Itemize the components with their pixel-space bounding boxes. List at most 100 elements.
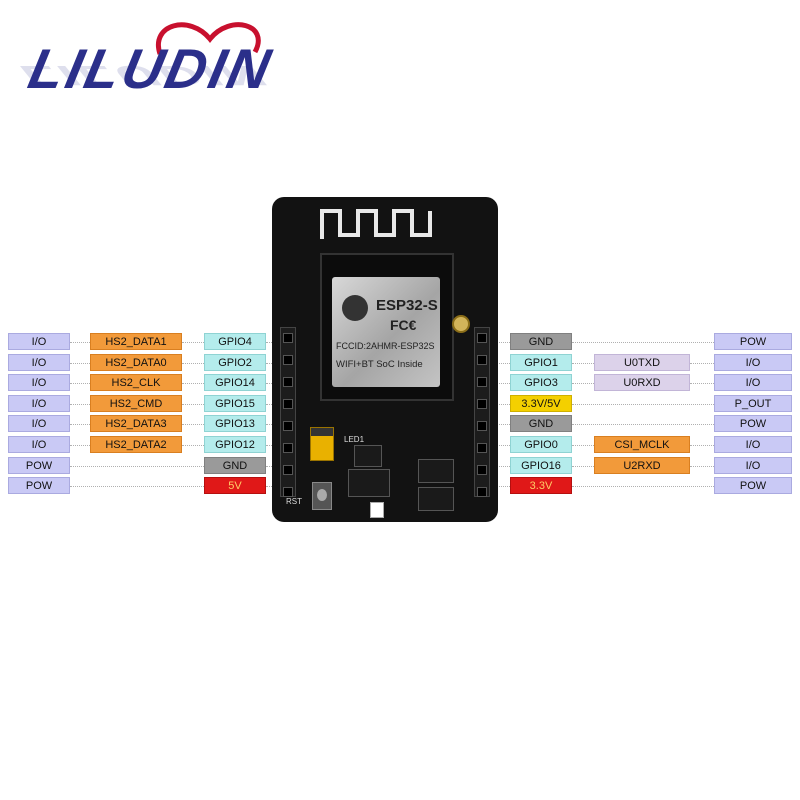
pin-gpio-label: 3.3V: [510, 477, 572, 494]
chip-fccid: FCCID:2AHMR-ESP32S: [336, 341, 435, 351]
pin-function-label: HS2_DATA1: [90, 333, 182, 350]
pin-gpio-label: GPIO3: [510, 374, 572, 391]
chip-title: ESP32-S: [376, 297, 438, 314]
pin-gpio-label: 3.3V/5V: [510, 395, 572, 412]
pin-type-label: P_OUT: [714, 395, 792, 412]
ufl-connector-icon: [452, 315, 470, 333]
leader-line: [182, 424, 204, 425]
sot-chip: [418, 459, 454, 483]
leader-line: [490, 424, 510, 425]
espressif-logo-icon: [342, 295, 368, 321]
pin-function-label: HS2_CMD: [90, 395, 182, 412]
leader-line: [572, 466, 594, 467]
pin-type-label: I/O: [8, 354, 70, 371]
right-pin-header: [474, 327, 490, 497]
pin-function-label: U0TXD: [594, 354, 690, 371]
pin-gpio-label: GND: [510, 333, 572, 350]
leader-line: [572, 445, 594, 446]
leader-line: [70, 342, 90, 343]
leader-line: [70, 383, 90, 384]
chip-fcc-mark: FC€: [390, 317, 417, 333]
leader-line: [490, 466, 510, 467]
leader-line: [70, 363, 90, 364]
leader-line: [490, 342, 510, 343]
leader-line: [690, 363, 714, 364]
pin-gpio-label: GPIO16: [510, 457, 572, 474]
pin-gpio-label: GND: [510, 415, 572, 432]
pin-function-label: HS2_DATA2: [90, 436, 182, 453]
pin-gpio-label: GND: [204, 457, 266, 474]
pin-type-label: POW: [8, 477, 70, 494]
pin-type-label: I/O: [8, 374, 70, 391]
leader-line: [182, 383, 204, 384]
leader-line: [70, 424, 90, 425]
pin-function-label: HS2_DATA0: [90, 354, 182, 371]
leader-line: [572, 424, 714, 425]
pin-function-label: HS2_DATA3: [90, 415, 182, 432]
leader-line: [182, 404, 204, 405]
pin-type-label: I/O: [714, 374, 792, 391]
esp32-cam-board: ESP32-S FC€ FCCID:2AHMR-ESP32S WIFI+BT S…: [272, 197, 498, 522]
pin-function-label: U0RXD: [594, 374, 690, 391]
pin-gpio-label: GPIO2: [204, 354, 266, 371]
pin-gpio-label: GPIO12: [204, 436, 266, 453]
leader-line: [690, 466, 714, 467]
logo-reflection: LILUDIN: [16, 60, 272, 92]
pin-gpio-label: GPIO1: [510, 354, 572, 371]
brand-logo: LILUDIN LILUDIN: [16, 14, 410, 124]
pin-function-label: HS2_CLK: [90, 374, 182, 391]
left-pin-header: [280, 327, 296, 497]
logo-swoosh-icon: [155, 22, 261, 55]
leader-line: [690, 383, 714, 384]
leader-line: [490, 404, 510, 405]
rst-silkscreen: RST: [286, 497, 302, 506]
pin-type-label: I/O: [714, 457, 792, 474]
leader-line: [70, 404, 90, 405]
leader-line: [572, 404, 714, 405]
pcb-antenna-icon: [320, 209, 432, 239]
esp32-module: ESP32-S FC€ FCCID:2AHMR-ESP32S WIFI+BT S…: [320, 253, 470, 401]
leader-line: [182, 445, 204, 446]
leader-line: [182, 363, 204, 364]
leader-line: [490, 383, 510, 384]
tantalum-capacitor: [310, 427, 334, 461]
leader-line: [182, 342, 204, 343]
reset-button[interactable]: [312, 482, 332, 510]
rf-shield: ESP32-S FC€ FCCID:2AHMR-ESP32S WIFI+BT S…: [332, 277, 440, 387]
leader-line: [572, 486, 714, 487]
leader-line: [70, 445, 90, 446]
regulator-chip: [354, 445, 382, 467]
pin-gpio-label: GPIO14: [204, 374, 266, 391]
pin-type-label: POW: [714, 415, 792, 432]
pin-type-label: I/O: [8, 333, 70, 350]
pin-type-label: I/O: [8, 395, 70, 412]
pin-type-label: POW: [8, 457, 70, 474]
pin-type-label: POW: [714, 477, 792, 494]
sot-chip-2: [418, 487, 454, 511]
pin-function-label: U2RXD: [594, 457, 690, 474]
leader-line: [490, 363, 510, 364]
leader-line: [690, 445, 714, 446]
leader-line: [572, 363, 594, 364]
pin-type-label: I/O: [8, 415, 70, 432]
leader-line: [70, 486, 204, 487]
pin-gpio-label: 5V: [204, 477, 266, 494]
ldo-regulator: [348, 469, 390, 497]
pin-type-label: I/O: [714, 436, 792, 453]
pin-function-label: CSI_MCLK: [594, 436, 690, 453]
leader-line: [572, 342, 714, 343]
pin-gpio-label: GPIO4: [204, 333, 266, 350]
pin-type-label: POW: [714, 333, 792, 350]
leader-line: [490, 486, 510, 487]
flash-led: [370, 502, 384, 518]
led-silkscreen: LED1: [344, 435, 365, 444]
leader-line: [70, 466, 204, 467]
leader-line: [490, 445, 510, 446]
leader-line: [572, 383, 594, 384]
chip-description: WIFI+BT SoC Inside: [336, 359, 423, 370]
pin-gpio-label: GPIO13: [204, 415, 266, 432]
pin-gpio-label: GPIO0: [510, 436, 572, 453]
pin-gpio-label: GPIO15: [204, 395, 266, 412]
pin-type-label: I/O: [8, 436, 70, 453]
pin-type-label: I/O: [714, 354, 792, 371]
